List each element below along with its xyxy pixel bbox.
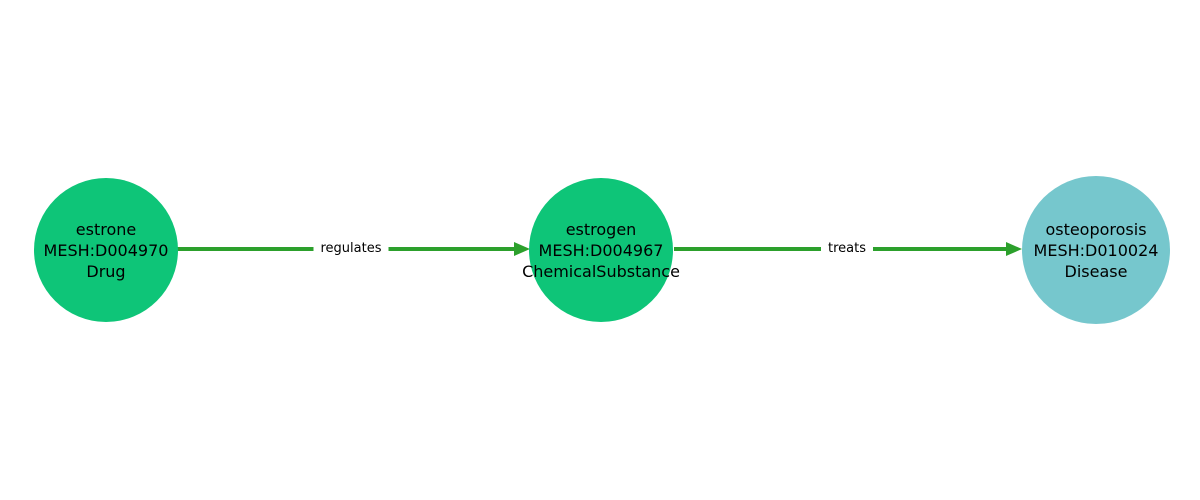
node-label-category: Drug — [86, 261, 126, 281]
node-estrone: estrone MESH:D004970 Drug — [34, 178, 178, 322]
node-label-curie: MESH:D004970 — [43, 240, 169, 260]
arrowhead-icon — [514, 242, 530, 256]
node-label-category: Disease — [1064, 261, 1128, 281]
node-label-name: osteoporosis — [1045, 219, 1147, 239]
node-estrogen: estrogen MESH:D004967 ChemicalSubstance — [522, 178, 680, 322]
node-osteoporosis: osteoporosis MESH:D010024 Disease — [1022, 176, 1170, 324]
node-label-name: estrogen — [565, 219, 637, 239]
edge-label-regulates: regulates — [313, 241, 389, 257]
arrowhead-icon — [1006, 242, 1022, 256]
edge-label-treats: treats — [821, 241, 873, 257]
node-label-curie: MESH:D010024 — [1033, 240, 1159, 260]
node-label-category: ChemicalSubstance — [522, 261, 680, 281]
node-label-name: estrone — [75, 219, 137, 239]
node-label-curie: MESH:D004967 — [538, 240, 664, 260]
